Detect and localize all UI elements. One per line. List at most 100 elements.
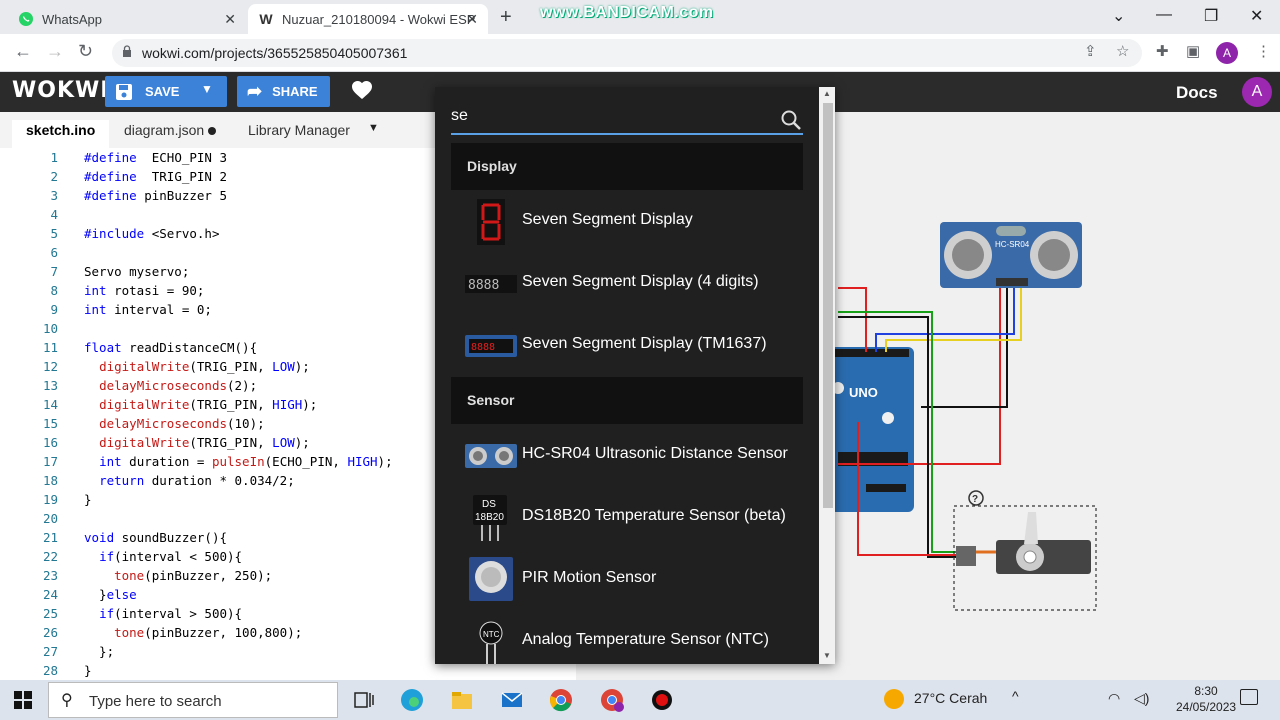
code-line[interactable]: 15 delayMicroseconds(10);: [0, 416, 576, 435]
code-line[interactable]: 2#define TRIG_PIN 2: [0, 169, 576, 188]
part-item-ds18b20[interactable]: DS 18B20 DS18B20 Temperature Sensor (bet…: [451, 487, 803, 549]
code-line[interactable]: 5#include <Servo.h>: [0, 226, 576, 245]
clock-time: 8:30: [1194, 684, 1218, 698]
code-line[interactable]: 22 if(interval < 500){: [0, 549, 576, 568]
code-line[interactable]: 18 return duration * 0.034/2;: [0, 473, 576, 492]
minimize-icon[interactable]: —: [1156, 6, 1172, 23]
code-line[interactable]: 4: [0, 207, 576, 226]
code-line[interactable]: 17 int duration = pulseIn(ECHO_PIN, HIGH…: [0, 454, 576, 473]
part-search-input[interactable]: se: [451, 107, 803, 135]
part-item-pir[interactable]: PIR Motion Sensor: [451, 549, 803, 611]
code-line[interactable]: 16 digitalWrite(TRIG_PIN, LOW);: [0, 435, 576, 454]
servo-motor[interactable]: ?: [953, 490, 1097, 611]
scroll-down-icon[interactable]: ▼: [823, 651, 831, 660]
windows-start-icon[interactable]: [14, 691, 32, 714]
bandicam-record-icon[interactable]: [650, 688, 674, 712]
code-line[interactable]: 6: [0, 245, 576, 264]
part-item-seven-segment[interactable]: Seven Segment Display: [451, 191, 803, 253]
code-line[interactable]: 20: [0, 511, 576, 530]
share-page-icon[interactable]: ⇪: [1084, 43, 1097, 60]
line-number: 24: [42, 587, 58, 602]
part-item-hc-sr04[interactable]: HC-SR04 Ultrasonic Distance Sensor: [451, 425, 803, 487]
line-number: 8: [50, 283, 58, 298]
omnibox[interactable]: wokwi.com/projects/365525850405007361: [112, 39, 1142, 67]
arduino-uno-board[interactable]: UNO: [830, 347, 914, 512]
user-avatar[interactable]: A: [1242, 77, 1272, 107]
tab-library-manager[interactable]: Library Manager: [248, 122, 350, 138]
code-line[interactable]: 23 tone(pinBuzzer, 250);: [0, 568, 576, 587]
part-item-tm1637[interactable]: 8888 Seven Segment Display (TM1637): [451, 315, 803, 377]
heart-icon[interactable]: [350, 78, 374, 107]
taskbar-search[interactable]: ⚲ Type here to search: [48, 682, 338, 718]
notifications-icon[interactable]: [1240, 689, 1258, 705]
docs-link[interactable]: Docs: [1176, 83, 1218, 102]
share-label: SHARE: [272, 84, 318, 99]
extensions-icon[interactable]: ✚: [1156, 43, 1169, 60]
close-window-icon[interactable]: ✕: [1250, 8, 1264, 25]
weather-text[interactable]: 27°C Cerah: [914, 690, 988, 706]
code-line[interactable]: 25 if(interval > 500){: [0, 606, 576, 625]
save-icon: [115, 83, 133, 101]
line-number: 26: [42, 625, 58, 640]
line-number: 12: [42, 359, 58, 374]
code-line[interactable]: 1#define ECHO_PIN 3: [0, 150, 576, 169]
code-line[interactable]: 12 digitalWrite(TRIG_PIN, LOW);: [0, 359, 576, 378]
task-view-icon[interactable]: [352, 688, 376, 712]
part-item-seven-segment-4[interactable]: 8888 Seven Segment Display (4 digits): [451, 253, 803, 315]
wokwi-logo[interactable]: WOKWI: [12, 78, 110, 103]
category-sensor: Sensor: [451, 377, 803, 424]
search-icon[interactable]: [780, 109, 802, 131]
chrome-profile-icon[interactable]: [600, 688, 624, 712]
code-line[interactable]: 27 };: [0, 644, 576, 663]
tab-diagram-json[interactable]: diagram.json: [124, 122, 205, 138]
taskbar-clock[interactable]: 8:30 24/05/2023: [1176, 683, 1236, 715]
network-icon[interactable]: ◠: [1108, 690, 1121, 706]
mail-icon[interactable]: [500, 688, 524, 712]
chevron-down-icon[interactable]: ⌄: [1112, 8, 1126, 25]
tab-wokwi[interactable]: W Nuzuar_210180094 - Wokwi ESP ✕: [248, 4, 488, 34]
file-explorer-icon[interactable]: [450, 688, 474, 712]
forward-icon[interactable]: →: [46, 41, 64, 61]
line-number: 25: [42, 606, 58, 621]
code-line[interactable]: 14 digitalWrite(TRIG_PIN, HIGH);: [0, 397, 576, 416]
scroll-up-icon[interactable]: ▲: [823, 89, 831, 98]
edge-icon[interactable]: [400, 688, 424, 712]
volume-icon[interactable]: ◁): [1134, 690, 1150, 706]
close-tab-icon[interactable]: ✕: [466, 11, 478, 27]
menu-kebab-icon[interactable]: ⋮: [1256, 43, 1271, 60]
hc-sr04-sensor[interactable]: HC-SR04: [940, 222, 1082, 288]
back-icon[interactable]: ←: [14, 41, 32, 61]
restore-icon[interactable]: ❐: [1204, 8, 1219, 25]
tray-chevron-icon[interactable]: ^: [1012, 688, 1019, 704]
profile-avatar[interactable]: A: [1216, 42, 1238, 64]
sidepanel-icon[interactable]: ▣: [1186, 43, 1201, 60]
code-line[interactable]: 3#define pinBuzzer 5: [0, 188, 576, 207]
save-dropdown-icon[interactable]: ▼: [201, 82, 213, 96]
tab-sketch-ino[interactable]: sketch.ino: [12, 120, 110, 148]
code-line[interactable]: 24 }else: [0, 587, 576, 606]
code-line[interactable]: 26 tone(pinBuzzer, 100,800);: [0, 625, 576, 644]
part-item-ntc[interactable]: NTC Analog Temperature Sensor (NTC): [451, 611, 803, 664]
line-text: void soundBuzzer(){: [84, 530, 227, 545]
new-tab-button[interactable]: +: [500, 6, 512, 28]
tab-whatsapp[interactable]: WhatsApp ✕: [8, 4, 246, 34]
code-line[interactable]: 13 delayMicroseconds(2);: [0, 378, 576, 397]
code-line[interactable]: 28}: [0, 663, 576, 682]
code-line[interactable]: 10: [0, 321, 576, 340]
code-line[interactable]: 19}: [0, 492, 576, 511]
bookmark-star-icon[interactable]: ☆: [1116, 43, 1130, 60]
line-number: 20: [42, 511, 58, 526]
save-button[interactable]: SAVE ▼: [105, 76, 227, 107]
close-tab-icon[interactable]: ✕: [224, 11, 236, 27]
share-button[interactable]: ➦ SHARE: [237, 76, 330, 107]
line-number: 18: [42, 473, 58, 488]
chrome-icon[interactable]: [549, 688, 573, 712]
popup-scroll-thumb[interactable]: [823, 103, 833, 508]
tabs-dropdown-icon[interactable]: ▼: [368, 122, 379, 134]
reload-icon[interactable]: ↻: [78, 41, 94, 61]
